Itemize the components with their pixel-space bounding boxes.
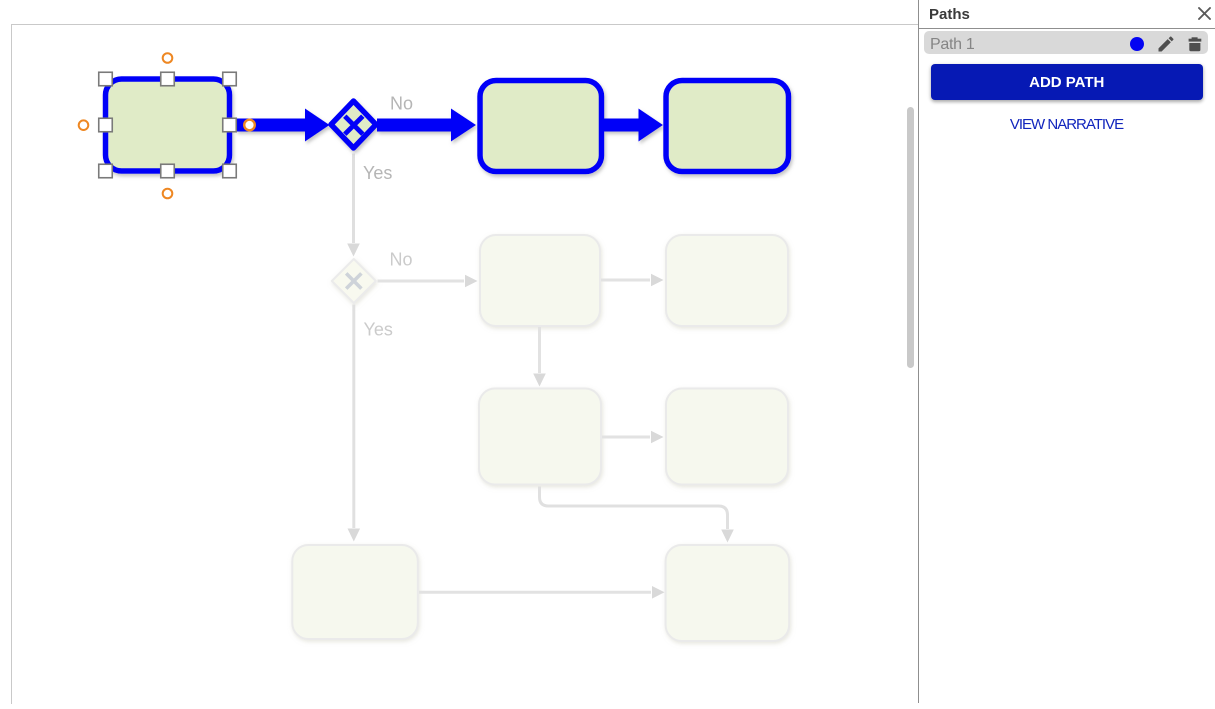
svg-text:Yes: Yes [363,163,392,183]
svg-text:No: No [390,94,413,114]
svg-text:Yes: Yes [364,320,393,340]
svg-text:No: No [390,250,413,270]
